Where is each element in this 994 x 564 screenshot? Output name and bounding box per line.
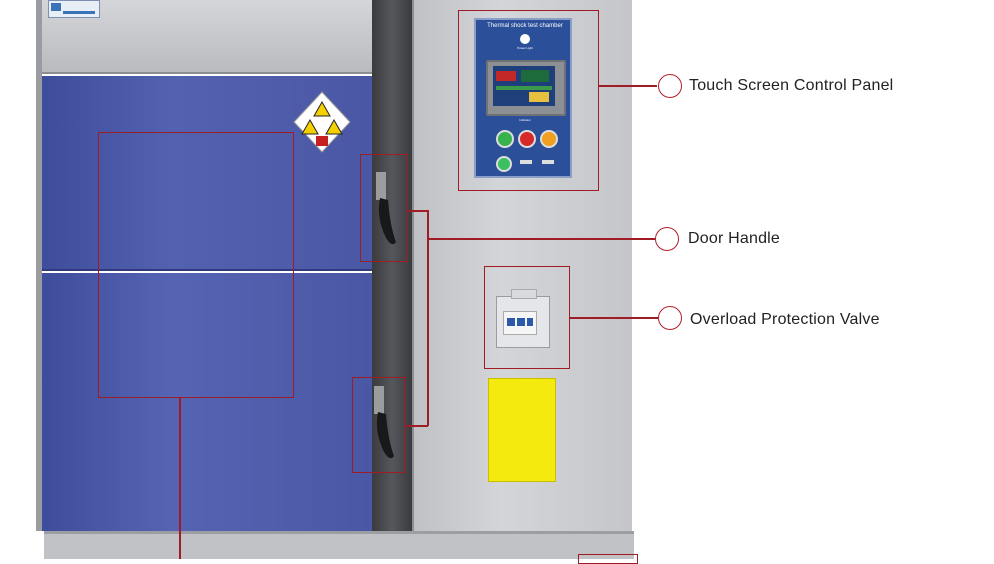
lower-handle-callout-box [352,377,406,473]
upper-handle-callout-box [360,154,408,262]
chamber-illustration: Thermal shock test chamber Power Light I… [36,0,638,564]
panel-callout-box [458,10,599,191]
panel-title: Thermal shock test chamber [487,23,563,29]
power-switch-icon [496,156,512,172]
base-callout-box [578,554,638,564]
door-handle-label: Door Handle [688,230,781,247]
touch-screen-label: Touch Screen Control Panel [689,77,894,94]
cabinet-base [44,531,634,559]
door-callout-box [98,132,294,398]
green-indicator-icon [496,130,514,148]
door-handle-callout-marker [655,227,679,251]
toggle-switch-icon [542,160,554,164]
red-indicator-icon [518,130,536,148]
upper-door-handle [376,172,396,245]
power-light-label: Power Light [517,46,533,50]
orange-indicator-icon [540,130,558,148]
warning-stickers [293,91,351,153]
circuit-breaker [503,311,537,335]
touch-screen-callout-marker [658,74,682,98]
brand-logo [48,0,100,18]
yellow-warning-label [488,378,556,482]
control-panel: Thermal shock test chamber Power Light I… [474,18,572,178]
breaker-callout-box [484,266,570,369]
key-switch-icon [520,160,532,164]
overload-valve-callout-marker [658,306,682,330]
lower-door-handle [374,386,394,459]
indicator-heading: Indicator [519,118,531,122]
touch-screen [486,60,566,116]
breaker-housing [496,289,550,348]
lower-door [40,273,372,531]
power-light-icon [520,34,530,44]
overload-valve-label: Overload Protection Valve [690,311,880,328]
